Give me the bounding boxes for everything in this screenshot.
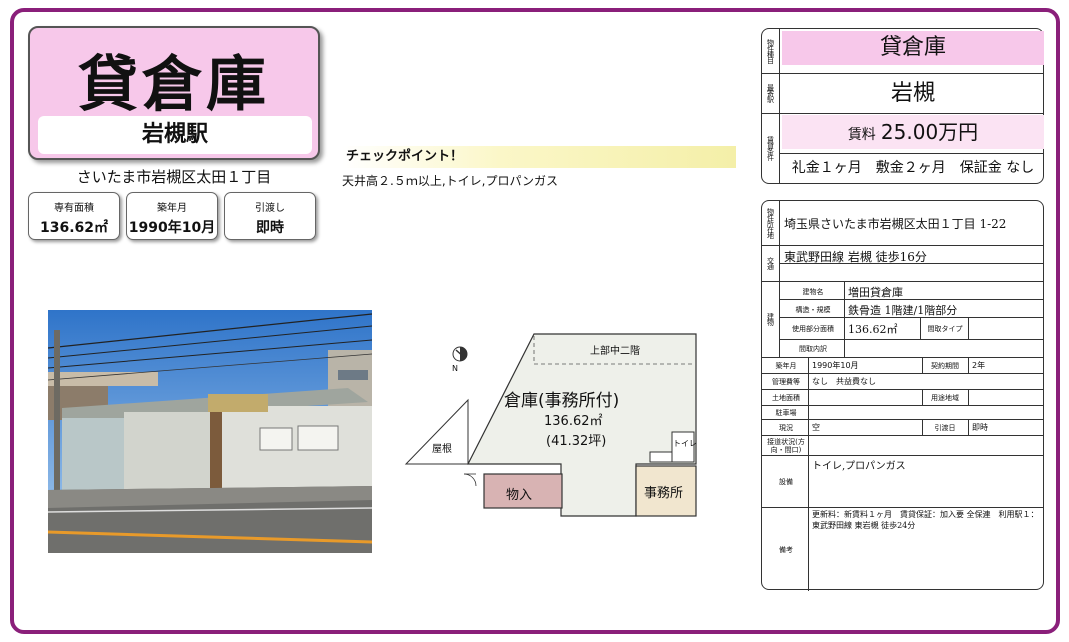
summary-type: 貸倉庫: [782, 31, 1044, 65]
stat-value: 136.62㎡: [39, 220, 109, 236]
label-station: 最寄駅: [762, 73, 780, 113]
stat-label: 専有面積: [54, 203, 94, 214]
warehouse-area-tsubo: (41.32坪): [546, 434, 607, 449]
details-panel: 物件所在地 交通 建物 埼玉県さいたま市岩槻区太田１丁目 1-22 東武野田線 …: [761, 200, 1044, 591]
label-area: 使用部分面積: [792, 325, 834, 333]
detail-built: 1990年10月: [812, 361, 859, 370]
label-parking: 駐車場: [775, 409, 797, 417]
detail-area: 136.62㎡: [848, 323, 898, 336]
label-type: 物件種目: [762, 29, 780, 73]
label-address: 物件所在地: [762, 201, 780, 245]
roof-label: 屋根: [432, 444, 452, 455]
stat-value: 即時: [256, 220, 284, 236]
stat-value: 1990年10月: [128, 220, 216, 236]
detail-address: 埼玉県さいたま市岩槻区太田１丁目 1-22: [784, 217, 1007, 231]
floor-plan: N 上部中二階 倉庫(事務所付) 136.62㎡ (41.32坪) 屋根 物入 …: [398, 330, 718, 520]
page-frame: [10, 8, 1060, 634]
rent-value: 25.00万円: [880, 120, 979, 144]
station-title: 岩槻駅: [38, 116, 312, 154]
label-built: 築年月: [775, 362, 797, 370]
detail-fees: なし 共益費なし: [812, 377, 876, 386]
summary-station: 岩槻: [890, 81, 935, 106]
label-terms: 賃貸条件: [762, 113, 780, 183]
label-facilities: 設備: [779, 478, 793, 486]
summary-panel: 物件種目 最寄駅 賃貸条件 貸倉庫 岩槻 賃料 25.00万円 礼金１ヶ月 敷金…: [761, 28, 1044, 184]
toilet-label: トイレ: [673, 439, 697, 448]
stat-label: 引渡し: [255, 203, 285, 214]
exterior-photo: [48, 310, 372, 553]
label-handover: 引渡日: [934, 424, 956, 432]
label-layout-detail: 間取内訳: [799, 345, 827, 353]
stat-label: 築年月: [157, 203, 187, 214]
summary-rent: 賃料 25.00万円: [782, 115, 1044, 149]
label-contract: 契約期間: [931, 362, 959, 370]
detail-building-name: 増田貸倉庫: [848, 286, 903, 299]
detail-remarks-1: 更新料：新賃料１ヶ月 賃貸保証：加入要 全保連 利用駅１：: [812, 510, 1039, 519]
detail-facilities: トイレ,プロパンガス: [812, 461, 906, 472]
label-remarks: 備考: [779, 546, 793, 554]
summary-conditions: 礼金１ヶ月 敷金２ヶ月 保証金 なし: [791, 160, 1035, 176]
checkpoint-text: 天井高２.５ｍ以上,トイレ,プロパンガス: [342, 174, 559, 188]
detail-structure: 鉄骨造 1階建/1階部分: [848, 304, 958, 317]
detail-remarks-2: 東武野田線 東岩槻 徒歩24分: [812, 521, 916, 530]
label-building-name: 建物名: [802, 288, 824, 296]
compass-label: N: [452, 364, 458, 373]
detail-transport: 東武野田線 岩槻 徒歩16分: [784, 250, 927, 264]
stat-area: 専有面積 136.62㎡: [28, 192, 120, 240]
detail-contract: 2年: [972, 361, 986, 370]
warehouse-label: 倉庫(事務所付): [504, 391, 620, 411]
label-transport: 交通: [762, 245, 780, 281]
label-zoning: 用途地域: [931, 394, 959, 402]
detail-status: 空: [812, 423, 820, 432]
label-status: 現況: [779, 424, 793, 432]
mezzanine-label: 上部中二階: [590, 346, 640, 357]
address-line: さいたま市岩槻区太田１丁目: [76, 168, 272, 186]
property-type-title: 貸倉庫: [78, 50, 270, 120]
detail-handover: 即時: [972, 423, 988, 432]
stat-built: 築年月 1990年10月: [126, 192, 218, 240]
label-road: 接道状況(方向・間口): [767, 438, 805, 454]
label-building: 建物: [762, 281, 780, 357]
label-land-area: 土地面積: [772, 394, 800, 402]
rent-label: 賃料: [847, 127, 876, 143]
label-fees: 管理費等: [772, 378, 800, 386]
title-card: 貸倉庫 岩槻駅: [28, 26, 320, 160]
storage-label: 物入: [506, 488, 533, 503]
checkpoint-title: チェックポイント！: [342, 146, 736, 168]
stat-handover: 引渡し 即時: [224, 192, 316, 240]
label-structure: 構造・規模: [795, 306, 831, 314]
office-label: 事務所: [644, 486, 684, 501]
warehouse-area-m2: 136.62㎡: [544, 414, 603, 429]
label-layout-type: 間取タイプ: [927, 325, 963, 333]
